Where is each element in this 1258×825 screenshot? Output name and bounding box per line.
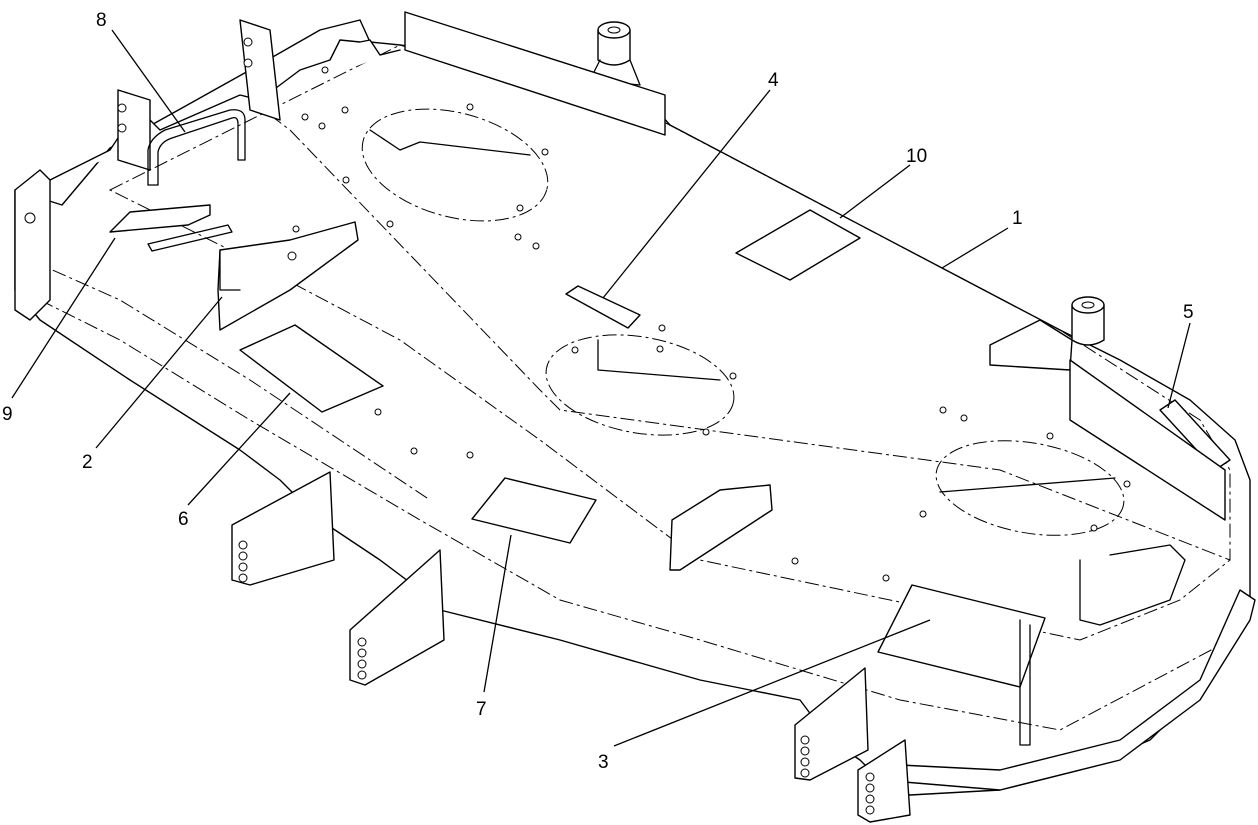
callout-9: 9 [2,404,13,425]
roller-bracket-4 [857,739,911,823]
roller-bracket-2 [349,549,445,686]
decal-7 [471,477,597,544]
leader-7 [483,534,512,693]
decal-6 [239,324,384,413]
leader-2 [95,296,223,449]
callouts: 8 4 10 1 5 9 2 6 7 3 [2,10,1194,773]
callout-1: 1 [1012,208,1023,229]
callout-2: 2 [82,452,93,473]
pivot-post-top [404,11,666,136]
leader-9 [11,237,116,399]
decal-2-bracket [217,221,359,331]
decal-10 [735,209,861,281]
leader-3 [613,619,931,747]
leader-lines [11,29,1191,747]
callout-4: 4 [768,70,779,91]
decal-4 [565,285,641,329]
leader-1 [941,227,1009,269]
leader-4 [602,89,771,299]
roller-bracket-1 [231,471,335,586]
callout-6: 6 [178,509,189,530]
spindle-opening-right [935,440,1125,536]
callout-7: 7 [476,699,487,720]
pivot-post-right [989,296,1226,521]
handle-bracket [147,109,246,186]
deck-housing [14,19,1251,796]
leader-5 [1167,322,1191,409]
leader-6 [187,392,291,506]
roller-bracket-3 [794,667,869,781]
spindle-opening-left [361,108,549,222]
callout-10: 10 [906,146,927,167]
front-skirt [669,484,1256,791]
callout-3: 3 [598,752,609,773]
leader-10 [839,164,911,219]
decal-9 [109,204,233,252]
left-side-panel [14,19,401,321]
callout-5: 5 [1183,302,1194,323]
callout-8: 8 [96,10,107,31]
leader-8 [111,29,186,133]
decal-3 [877,584,1046,688]
spindle-opening-center [545,334,735,436]
mounting-holes [292,66,1131,582]
